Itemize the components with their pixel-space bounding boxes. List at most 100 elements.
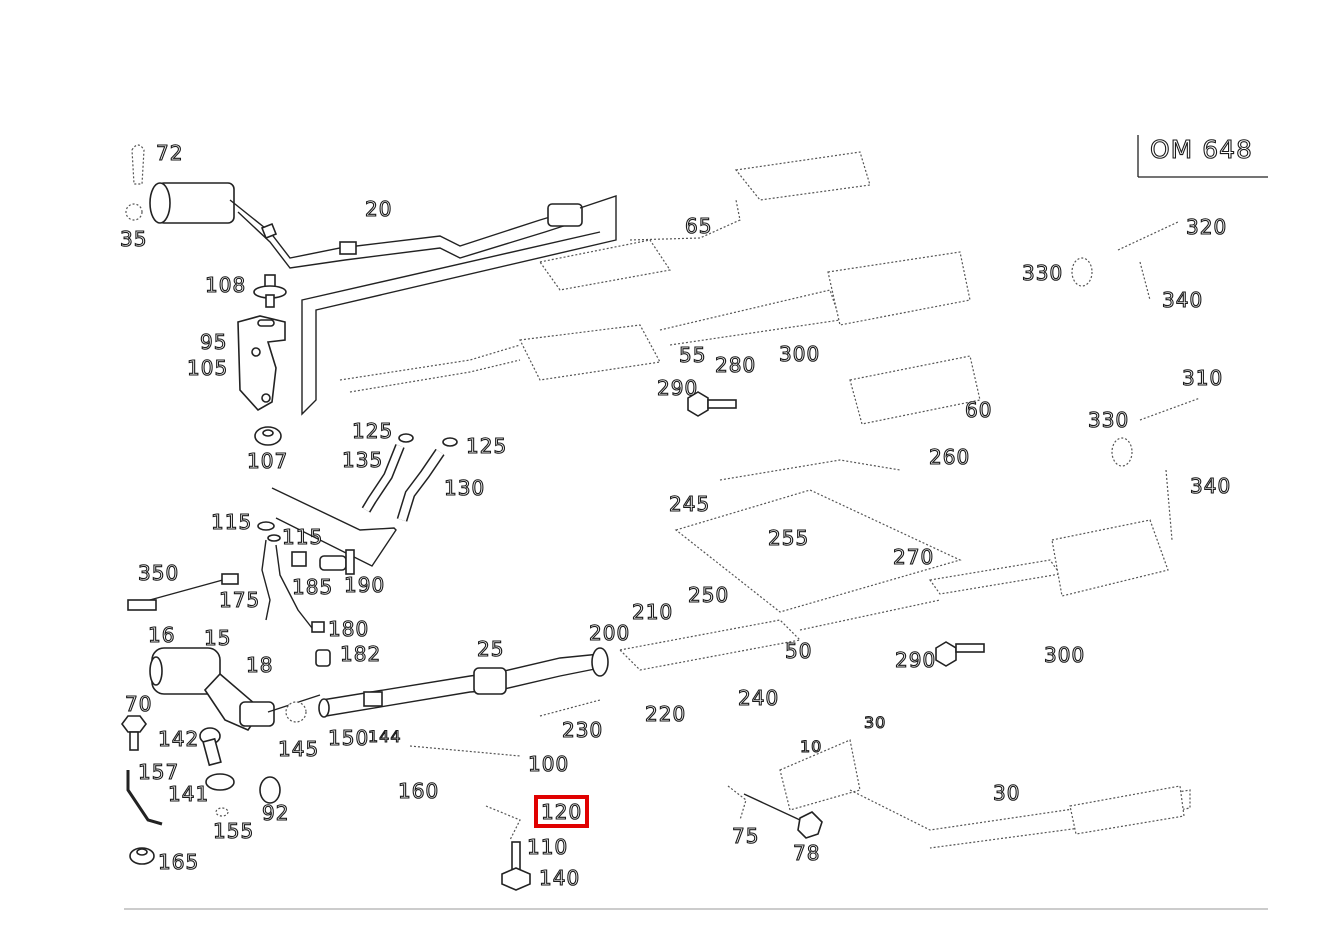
callout-label: 110: [527, 835, 568, 859]
callout-label: 142: [158, 727, 199, 751]
callout-label: 100: [528, 752, 569, 776]
catalytic-converter-16: [149, 647, 321, 731]
engine-label: OM 648: [1150, 135, 1253, 164]
engine-label-box: OM 648: [1137, 134, 1268, 178]
callout-label: 245: [669, 492, 710, 516]
clamp-72: [131, 144, 145, 185]
callout-label: 25: [477, 637, 504, 661]
exhaust-pipe-20: [149, 182, 583, 269]
callout-label: 20: [365, 197, 392, 221]
callout-label: 185: [292, 575, 333, 599]
callout-label: 65: [685, 214, 712, 238]
callout-label: 30: [864, 713, 886, 732]
sensor-180: [311, 621, 331, 667]
strap-157: [126, 770, 163, 826]
highlight-box: [534, 795, 589, 828]
callout-label: 290: [895, 648, 936, 672]
callout-label: 107: [247, 449, 288, 473]
callout-label: 140: [539, 866, 580, 890]
callout-label: 108: [205, 273, 246, 297]
callout-label: 78: [793, 841, 820, 865]
frame-outline: [301, 195, 617, 416]
callout-label-highlighted: 120: [541, 800, 582, 824]
callout-label: 220: [645, 702, 686, 726]
callout-label: 182: [340, 642, 381, 666]
hose-frame: [271, 487, 397, 567]
bushing-107: [254, 426, 282, 446]
callout-label: 10: [800, 737, 822, 756]
callout-label: 115: [282, 525, 323, 549]
bracket-95: [237, 315, 286, 412]
rubber-mount-108: [253, 274, 287, 308]
callout-label: 240: [738, 686, 779, 710]
hose-130: [396, 437, 458, 522]
gasket-145: [285, 701, 307, 723]
ghost-upper-assembly: [339, 151, 971, 393]
callout-label: 141: [168, 782, 209, 806]
callout-label: 157: [138, 760, 179, 784]
callout-label: 330: [1088, 408, 1129, 432]
ghost-lower-assembly: [409, 599, 1191, 849]
callout-label: 165: [158, 850, 199, 874]
callout-label: 70: [125, 692, 152, 716]
bolt-78: [743, 793, 823, 839]
callout-label: 160: [398, 779, 439, 803]
callout-label: 18: [246, 653, 273, 677]
ghost-mid-assembly: [674, 221, 1201, 613]
callout-label: 340: [1190, 474, 1231, 498]
callout-label: 190: [344, 573, 385, 597]
callout-label: 60: [965, 398, 992, 422]
sensor-350: [127, 573, 239, 611]
plug-190: [319, 549, 355, 575]
callout-label: 125: [352, 419, 393, 443]
callout-label: 75: [732, 824, 759, 848]
callout-label: 155: [213, 819, 254, 843]
callout-label: 144: [368, 727, 402, 746]
callout-label: 230: [562, 718, 603, 742]
sensor-line-115: [257, 521, 313, 629]
callout-label: 330: [1022, 261, 1063, 285]
callout-label: 150: [328, 726, 369, 750]
callout-label: 320: [1186, 215, 1227, 239]
callout-label: 92: [262, 801, 289, 825]
callout-label: 145: [278, 737, 319, 761]
bushing-165: [129, 847, 155, 865]
callout-label: 260: [929, 445, 970, 469]
callout-label: 55: [679, 343, 706, 367]
bolt-142: [199, 727, 222, 767]
nut-92: [259, 776, 281, 804]
callout-label: 16: [148, 623, 175, 647]
callout-label: 180: [328, 617, 369, 641]
callout-label: 135: [342, 448, 383, 472]
callout-label: 30: [993, 781, 1020, 805]
callout-label: 210: [632, 600, 673, 624]
callout-label: 95: [200, 330, 227, 354]
callout-label: 300: [1044, 643, 1085, 667]
callout-label: 175: [219, 588, 260, 612]
callout-label: 310: [1182, 366, 1223, 390]
callout-label: 340: [1162, 288, 1203, 312]
callout-label: 50: [785, 639, 812, 663]
callout-label: 200: [589, 621, 630, 645]
callout-label: 350: [138, 561, 179, 585]
bolt-140: [501, 841, 531, 891]
callout-label: 15: [204, 626, 231, 650]
clamp-141: [205, 773, 235, 791]
hose-135: [361, 433, 414, 513]
bolt-70: [121, 715, 147, 751]
bolt-290-lower: [935, 641, 985, 667]
callout-label: 35: [120, 227, 147, 251]
callout-labels: 72 35 20 65 108 95 105 107 125 135 125 1…: [119, 140, 1231, 890]
callout-label: 115: [211, 510, 252, 534]
ring-35: [125, 203, 143, 221]
callout-label: 130: [444, 476, 485, 500]
bolt-290-upper: [687, 391, 737, 417]
clip-185: [291, 551, 307, 567]
callout-label: 280: [715, 353, 756, 377]
ring-155: [215, 807, 229, 817]
callout-label: 125: [466, 434, 507, 458]
callout-label: 300: [779, 342, 820, 366]
pipe-25: [318, 647, 609, 718]
